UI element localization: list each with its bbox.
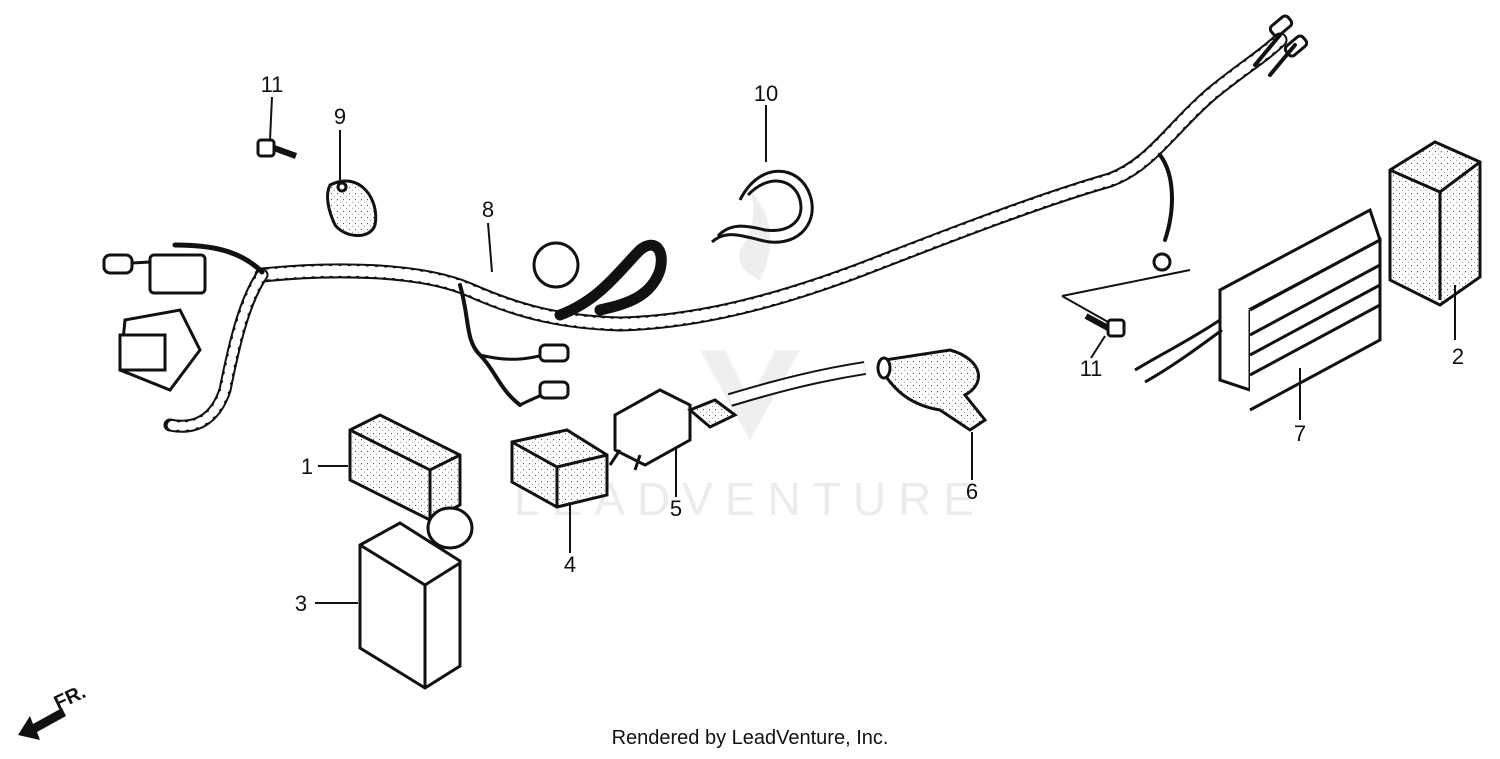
footer-credit: Rendered by LeadVenture, Inc. <box>611 727 889 749</box>
leader-lines <box>269 96 1456 604</box>
part-3-cdi-unit[interactable] <box>358 506 474 690</box>
callout-11a: 11 <box>261 72 284 97</box>
part-5-ignition-coil[interactable] <box>608 361 867 471</box>
part-11-bolt-right[interactable] <box>1084 313 1126 338</box>
callout-5: 5 <box>670 496 682 521</box>
bolt-guide-line <box>1061 269 1191 323</box>
callout-3: 3 <box>295 591 307 616</box>
part-10-band[interactable] <box>710 169 814 244</box>
wire-harness[interactable] <box>102 14 1309 433</box>
part-9-clamp[interactable] <box>326 179 378 237</box>
front-label: FR. <box>51 681 89 715</box>
callout-labels: 1 2 3 4 5 6 7 8 9 10 11 11 <box>261 72 1465 616</box>
callout-8: 8 <box>482 197 494 222</box>
part-11-bolt-left[interactable] <box>256 138 298 159</box>
callout-10: 10 <box>754 81 778 106</box>
callout-7: 7 <box>1294 421 1306 446</box>
callout-4: 4 <box>564 552 576 577</box>
part-2-rubber-mount[interactable] <box>1388 140 1482 307</box>
front-arrow-icon <box>18 708 66 740</box>
part-1-cover[interactable] <box>348 413 462 522</box>
callout-1: 1 <box>301 454 313 479</box>
part-7-regulator-rectifier[interactable] <box>1134 207 1382 412</box>
part-4-connector-cover[interactable] <box>510 428 609 509</box>
part-6-spark-plug-cap[interactable] <box>876 348 988 432</box>
callout-6: 6 <box>966 479 978 504</box>
callout-2: 2 <box>1452 344 1464 369</box>
callout-11b: 11 <box>1080 356 1103 381</box>
callout-9: 9 <box>334 104 346 129</box>
